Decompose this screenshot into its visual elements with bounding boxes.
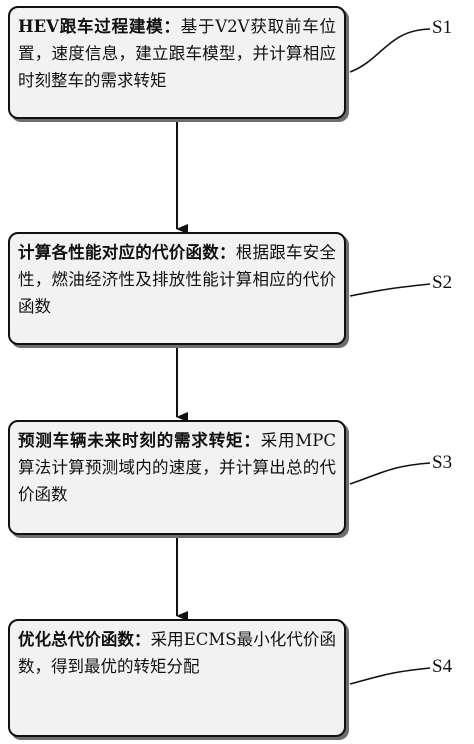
leader-line-s2	[349, 283, 431, 297]
step-body-s3: 采用MPC算法计算预测域内的速度，并计算出总的代价函数	[18, 431, 336, 504]
step-label-s4: S4	[432, 656, 453, 677]
leader-line-s4	[349, 667, 431, 685]
step-label-s2: S2	[432, 272, 453, 293]
step-title-s3: 预测车辆未来时刻的需求转矩：	[18, 431, 261, 450]
step-body-s4: 采用ECMS最小化代价函数，得到最优的转矩分配	[18, 630, 336, 676]
leader-line-s3	[349, 462, 431, 485]
step-title-s2: 计算各性能对应的代价函数：	[18, 243, 236, 262]
step-box-s1: HEV跟车过程建模：基于V2V获取前车位置，速度信息，建立跟车模型，并计算相应时…	[8, 6, 346, 119]
step-body-s1: 基于V2V获取前车位置，速度信息，建立跟车模型，并计算相应时刻整车的需求转矩	[18, 17, 336, 90]
step-box-s4: 优化总代价函数：采用ECMS最小化代价函数，得到最优的转矩分配	[8, 619, 346, 737]
step-label-s3: S3	[432, 452, 453, 473]
step-body-s2: 根据跟车安全性，燃油经济性及排放性能计算相应的代价函数	[18, 243, 336, 316]
step-label-s1: S1	[432, 17, 453, 38]
step-title-s4: 优化总代价函数：	[18, 630, 151, 649]
step-box-s3: 预测车辆未来时刻的需求转矩：采用MPC算法计算预测域内的速度，并计算出总的代价函…	[8, 420, 346, 535]
leader-line-s1	[349, 28, 431, 73]
step-title-s1: HEV跟车过程建模：	[18, 17, 181, 36]
step-box-s2: 计算各性能对应的代价函数：根据跟车安全性，燃油经济性及排放性能计算相应的代价函数	[8, 232, 346, 345]
